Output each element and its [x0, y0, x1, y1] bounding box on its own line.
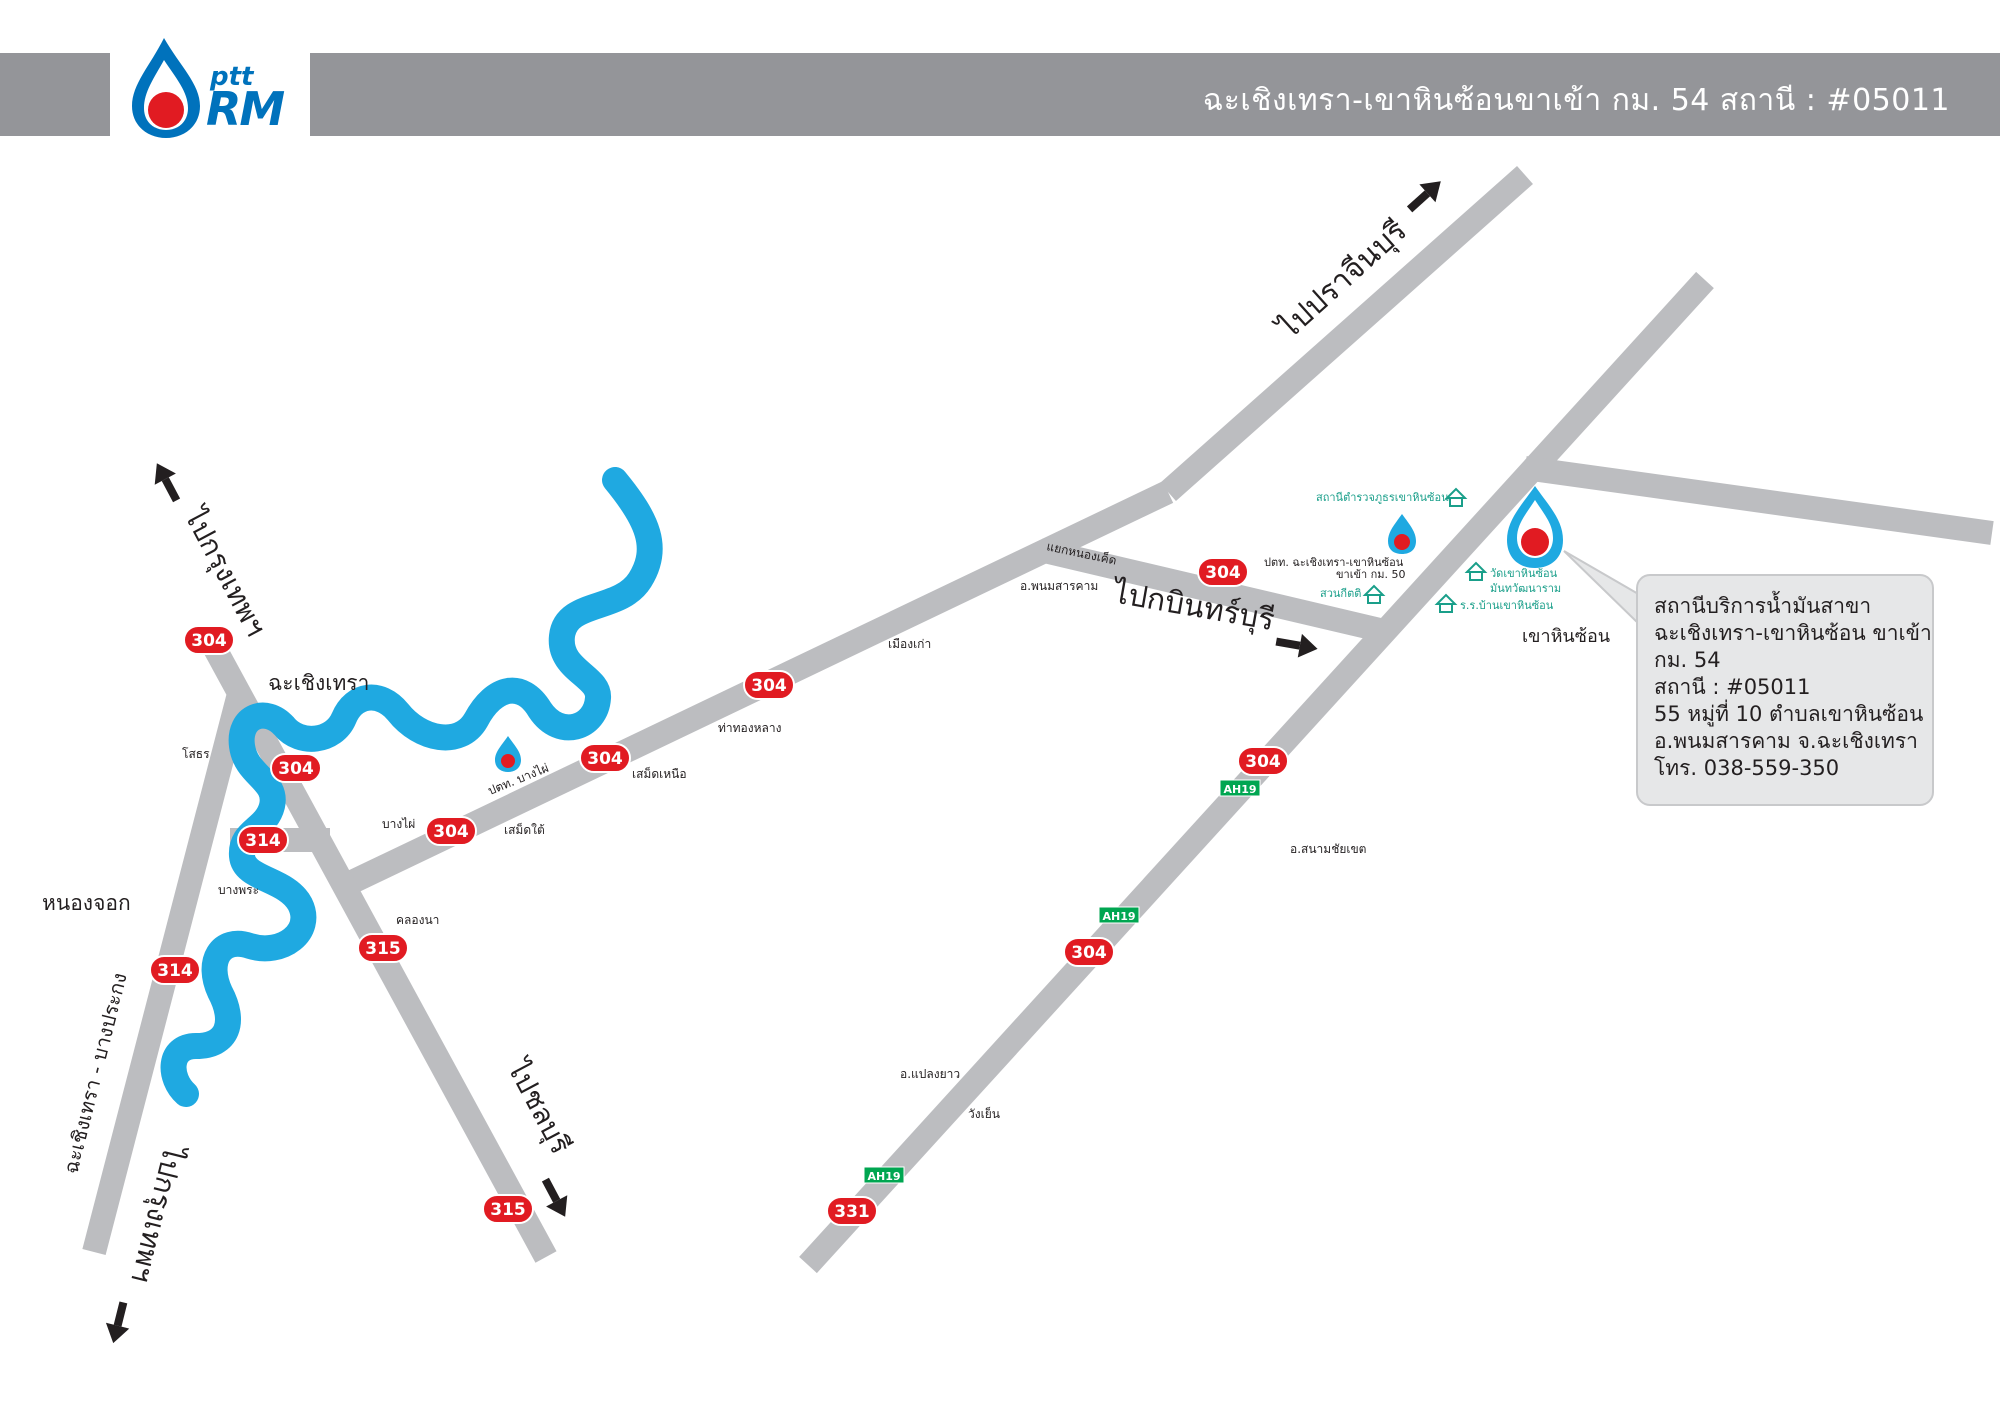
- info-line-6: อ.พนมสารคาม จ.ฉะเชิงเทรา: [1654, 729, 1918, 753]
- place-tha-thong-lang: ท่าทองหลาง: [718, 721, 782, 735]
- place-sothon: โสธร: [182, 747, 210, 761]
- road-east-spur: [1523, 456, 1994, 545]
- police-house-icon: [1444, 487, 1468, 507]
- arrow-to-bangkok-south-icon: [105, 1301, 130, 1344]
- ah19-badge-middle: AH19: [1098, 906, 1140, 924]
- place-samet-nuea: เสม็ดเหนือ: [632, 766, 687, 781]
- page-title: ฉะเชิงเทรา-เขาหินซ้อนขาเข้า กม. 54 สถานี…: [1202, 83, 1950, 118]
- bang-pakong-river: [160, 467, 663, 1107]
- arrow-to-prachinburi-icon: [1406, 181, 1441, 213]
- route-badge-r304-chacho: 304: [270, 753, 322, 783]
- landmarks: สถานีตำรวจภูธรเขาหินซ้อน สวนกีตติ วัดเขา…: [1316, 487, 1561, 613]
- route-badge-number: 315: [490, 1200, 526, 1220]
- route-badge-number: 304: [1205, 563, 1241, 583]
- route-badge-r314-west: 314: [149, 955, 201, 985]
- place-bang-phai: บางไผ่: [382, 817, 415, 831]
- ah19-badge-lower: AH19: [863, 1166, 905, 1184]
- route-badge-r304-ah-lower: 304: [1063, 937, 1115, 967]
- ah19-badge-text: AH19: [867, 1170, 900, 1183]
- route-badge-r315-north: 315: [357, 933, 409, 963]
- landmark-temple-line1: วัดเขาหินซ้อน: [1490, 567, 1558, 580]
- route-badge-r304-mid: 304: [743, 670, 795, 700]
- place-amphoe-phanom-sarakham: อ.พนมสารคาม: [1020, 579, 1098, 593]
- direction-arrows: [105, 181, 1441, 1344]
- place-samet-tai: เสม็ดใต้: [504, 822, 545, 837]
- brand-small-text: ptt: [210, 62, 254, 92]
- route-badge-number: 331: [834, 1202, 870, 1222]
- place-labels: ฉะเชิงเทรา หนองจอก เขาหินซ้อน โสธร บางไผ…: [42, 538, 1610, 1121]
- route-badge-r331: 331: [826, 1196, 878, 1226]
- road-kabinburi: [1037, 538, 1383, 642]
- station-km54-icon: [1507, 486, 1563, 568]
- route-badge-r304-samet: 304: [579, 743, 631, 773]
- road-prachinburi: [1160, 166, 1533, 501]
- route-badge-number: 304: [1071, 943, 1107, 963]
- route-badge-number: 304: [587, 749, 623, 769]
- place-khao-hin-son: เขาหินซ้อน: [1522, 626, 1610, 647]
- info-line-7: โทร. 038-559-350: [1654, 756, 1840, 780]
- info-line-3: กม. 54: [1654, 648, 1721, 672]
- station-km50-icon: [1388, 514, 1416, 554]
- label-to-chonburi: ไปชลบุรี: [499, 1053, 577, 1160]
- place-amphoe-plaeng-yao: อ.แปลงยาว: [900, 1067, 960, 1081]
- ah19-badge-upper: AH19: [1219, 779, 1261, 797]
- label-to-bangkok-north: ไปกรุงเทพฯ: [176, 501, 273, 642]
- route-badge-number: 304: [1245, 752, 1281, 772]
- place-chachoengsao: ฉะเชิงเทรา: [268, 671, 369, 695]
- info-line-1: สถานีบริการน้ำมันสาขา: [1654, 594, 1872, 618]
- info-callout-pointer: [1563, 550, 1641, 628]
- label-to-bangkok-south: ไปกรุงเทพฯ: [123, 1140, 190, 1286]
- station-km50-line1: ปตท. ฉะเชิงเทรา-เขาหินซ้อน: [1264, 556, 1404, 569]
- station-km50-line2: ขาเข้า กม. 50: [1336, 568, 1406, 581]
- route-badge-number: 314: [245, 831, 281, 851]
- header-bar: ฉะเชิงเทรา-เขาหินซ้อนขาเข้า กม. 54 สถานี…: [310, 53, 2000, 136]
- pttrm-logo: ptt RM: [130, 34, 310, 144]
- landmark-school-label: ร.ร.บ้านเขาหินซ้อน: [1460, 599, 1554, 612]
- place-amphoe-sanam-chai-khet: อ.สนามชัยเขต: [1290, 842, 1366, 856]
- brand-large-text: RM: [206, 82, 285, 136]
- info-line-5: 55 หมู่ที่ 10 ตำบลเขาหินซ้อน: [1654, 702, 1924, 726]
- route-badge-number: 314: [157, 961, 193, 981]
- place-wang-yen: วังเย็น: [968, 1106, 1000, 1121]
- route-badge-number: 304: [191, 631, 227, 651]
- route-badge-number: 304: [278, 759, 314, 779]
- route-badge-r304-ah-upper: 304: [1237, 746, 1289, 776]
- route-badge-number: 304: [751, 676, 787, 696]
- station-bang-phai-icon: [495, 736, 521, 772]
- ah19-badge-text: AH19: [1102, 910, 1135, 923]
- route-badge-number: 304: [433, 822, 469, 842]
- arrow-to-bangkok-north-icon: [154, 463, 181, 503]
- place-bang-phra: บางพระ: [218, 883, 259, 897]
- landmark-temple-line2: มันทวัฒนาราม: [1490, 582, 1561, 595]
- pttrm-drop-icon: [132, 38, 200, 138]
- school-house-icon: [1434, 593, 1458, 613]
- route-badge-number: 315: [365, 939, 401, 959]
- temple-house-icon: [1464, 561, 1488, 581]
- route-badges: 304 304 314 314 315 315 304 304 304 304 304 304 331: [149, 557, 1289, 1226]
- route-badge-r304-kheat: 304: [1197, 557, 1249, 587]
- station-info-box: สถานีบริการน้ำมันสาขา ฉะเชิงเทรา-เขาหินซ…: [1636, 574, 1934, 806]
- route-badge-r304-bangphai: 304: [425, 816, 477, 846]
- arrow-to-chonburi-icon: [541, 1177, 568, 1217]
- place-nong-chok: หนองจอก: [42, 891, 131, 915]
- route-badge-r314-chacho: 314: [237, 825, 289, 855]
- landmark-police-label: สถานีตำรวจภูธรเขาหินซ้อน: [1316, 491, 1449, 504]
- arrow-to-kabinburi-icon: [1275, 633, 1318, 658]
- info-line-4: สถานี : #05011: [1654, 675, 1811, 699]
- place-mueang-kao: เมืองเก่า: [888, 637, 931, 651]
- header-bar-left: [0, 53, 110, 136]
- place-khlong-na: คลองนา: [396, 913, 439, 927]
- ah19-badge-text: AH19: [1223, 783, 1256, 796]
- park-house-icon: [1362, 584, 1386, 604]
- landmark-park-label: สวนกีตติ: [1320, 587, 1361, 600]
- route-badge-r315-south: 315: [482, 1194, 534, 1224]
- info-line-2: ฉะเชิงเทรา-เขาหินซ้อน ขาเข้า: [1654, 621, 1932, 645]
- route-badge-r304-nw: 304: [183, 625, 235, 655]
